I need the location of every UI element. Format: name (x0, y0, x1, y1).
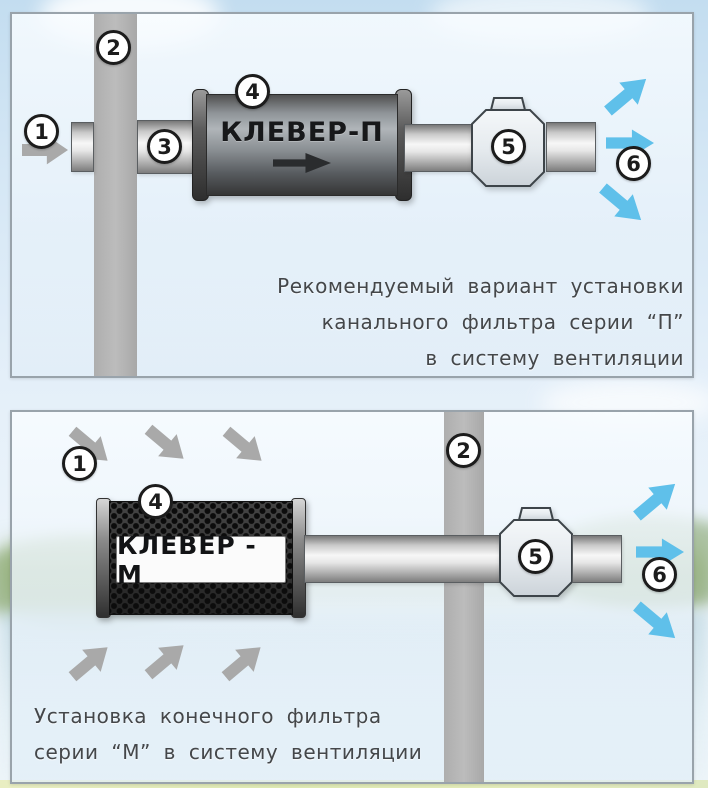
panel-end-filter-scheme: 2 1 КЛЕВЕР - М 4 5 (10, 410, 694, 784)
filter-body: КЛЕВЕР-П (206, 94, 398, 196)
filter-label: КЛЕВЕР - М (116, 531, 286, 589)
marker-2: 2 (96, 30, 131, 65)
marker-2: 2 (446, 433, 481, 468)
marker-4: 4 (138, 484, 173, 519)
marker-3-number: 3 (157, 134, 172, 159)
caption-line: Рекомендуемый вариант установки (277, 274, 684, 298)
intake-air-arrow-icon (63, 636, 118, 689)
marker-1-number: 1 (72, 451, 87, 476)
clean-air-arrow-icon (593, 176, 651, 231)
marker-6-number: 6 (626, 151, 641, 176)
caption-line: Установка конечного фильтра (34, 704, 382, 728)
marker-6: 6 (642, 557, 677, 592)
duct-section (304, 535, 509, 583)
caption-end-filter-scheme: Установка конечного фильтра серии “М” в … (34, 698, 422, 770)
marker-6-number: 6 (652, 562, 667, 587)
duct-inlet-stub (71, 122, 94, 172)
marker-4: 4 (235, 74, 270, 109)
duct-outlet (546, 122, 596, 172)
clean-air-arrow-icon (627, 594, 685, 649)
marker-1: 1 (24, 114, 59, 149)
caption-line: в систему вентиляции (425, 346, 684, 370)
marker-4-number: 4 (148, 489, 163, 514)
panel-duct-filter-scheme: 1 2 3 КЛЕВЕР-П 4 (10, 12, 694, 378)
intake-air-arrow-icon (216, 636, 271, 689)
marker-4-number: 4 (245, 79, 260, 104)
duct-section (404, 124, 472, 172)
marker-6: 6 (616, 146, 651, 181)
caption-duct-scheme: Рекомендуемый вариант установки канально… (277, 268, 684, 376)
marker-2-number: 2 (456, 438, 471, 463)
marker-5-number: 5 (501, 134, 516, 159)
marker-5: 5 (518, 539, 553, 574)
intake-air-arrow-icon (139, 634, 194, 687)
marker-3: 3 (147, 129, 182, 164)
duct-outlet (572, 535, 622, 583)
intake-air-arrow-icon (139, 418, 194, 471)
flow-direction-arrow-icon (273, 153, 331, 173)
filter-klever-p: КЛЕВЕР-П (192, 89, 412, 201)
intake-air-arrow-icon (217, 420, 272, 473)
wall (94, 14, 137, 376)
marker-2-number: 2 (106, 35, 121, 60)
filter-klever-m: КЛЕВЕР - М (96, 498, 306, 618)
shore-strip-background (0, 780, 708, 788)
caption-line: канального фильтра серии “П” (321, 310, 684, 334)
filter-label: КЛЕВЕР-П (220, 117, 384, 148)
marker-1-number: 1 (34, 119, 49, 144)
marker-1: 1 (62, 446, 97, 481)
marker-5: 5 (491, 129, 526, 164)
marker-5-number: 5 (528, 544, 543, 569)
caption-line: серии “М” в систему вентиляции (34, 740, 423, 764)
clean-air-arrow-icon (598, 67, 656, 122)
wall (444, 412, 484, 782)
clean-air-arrow-icon (627, 472, 685, 527)
